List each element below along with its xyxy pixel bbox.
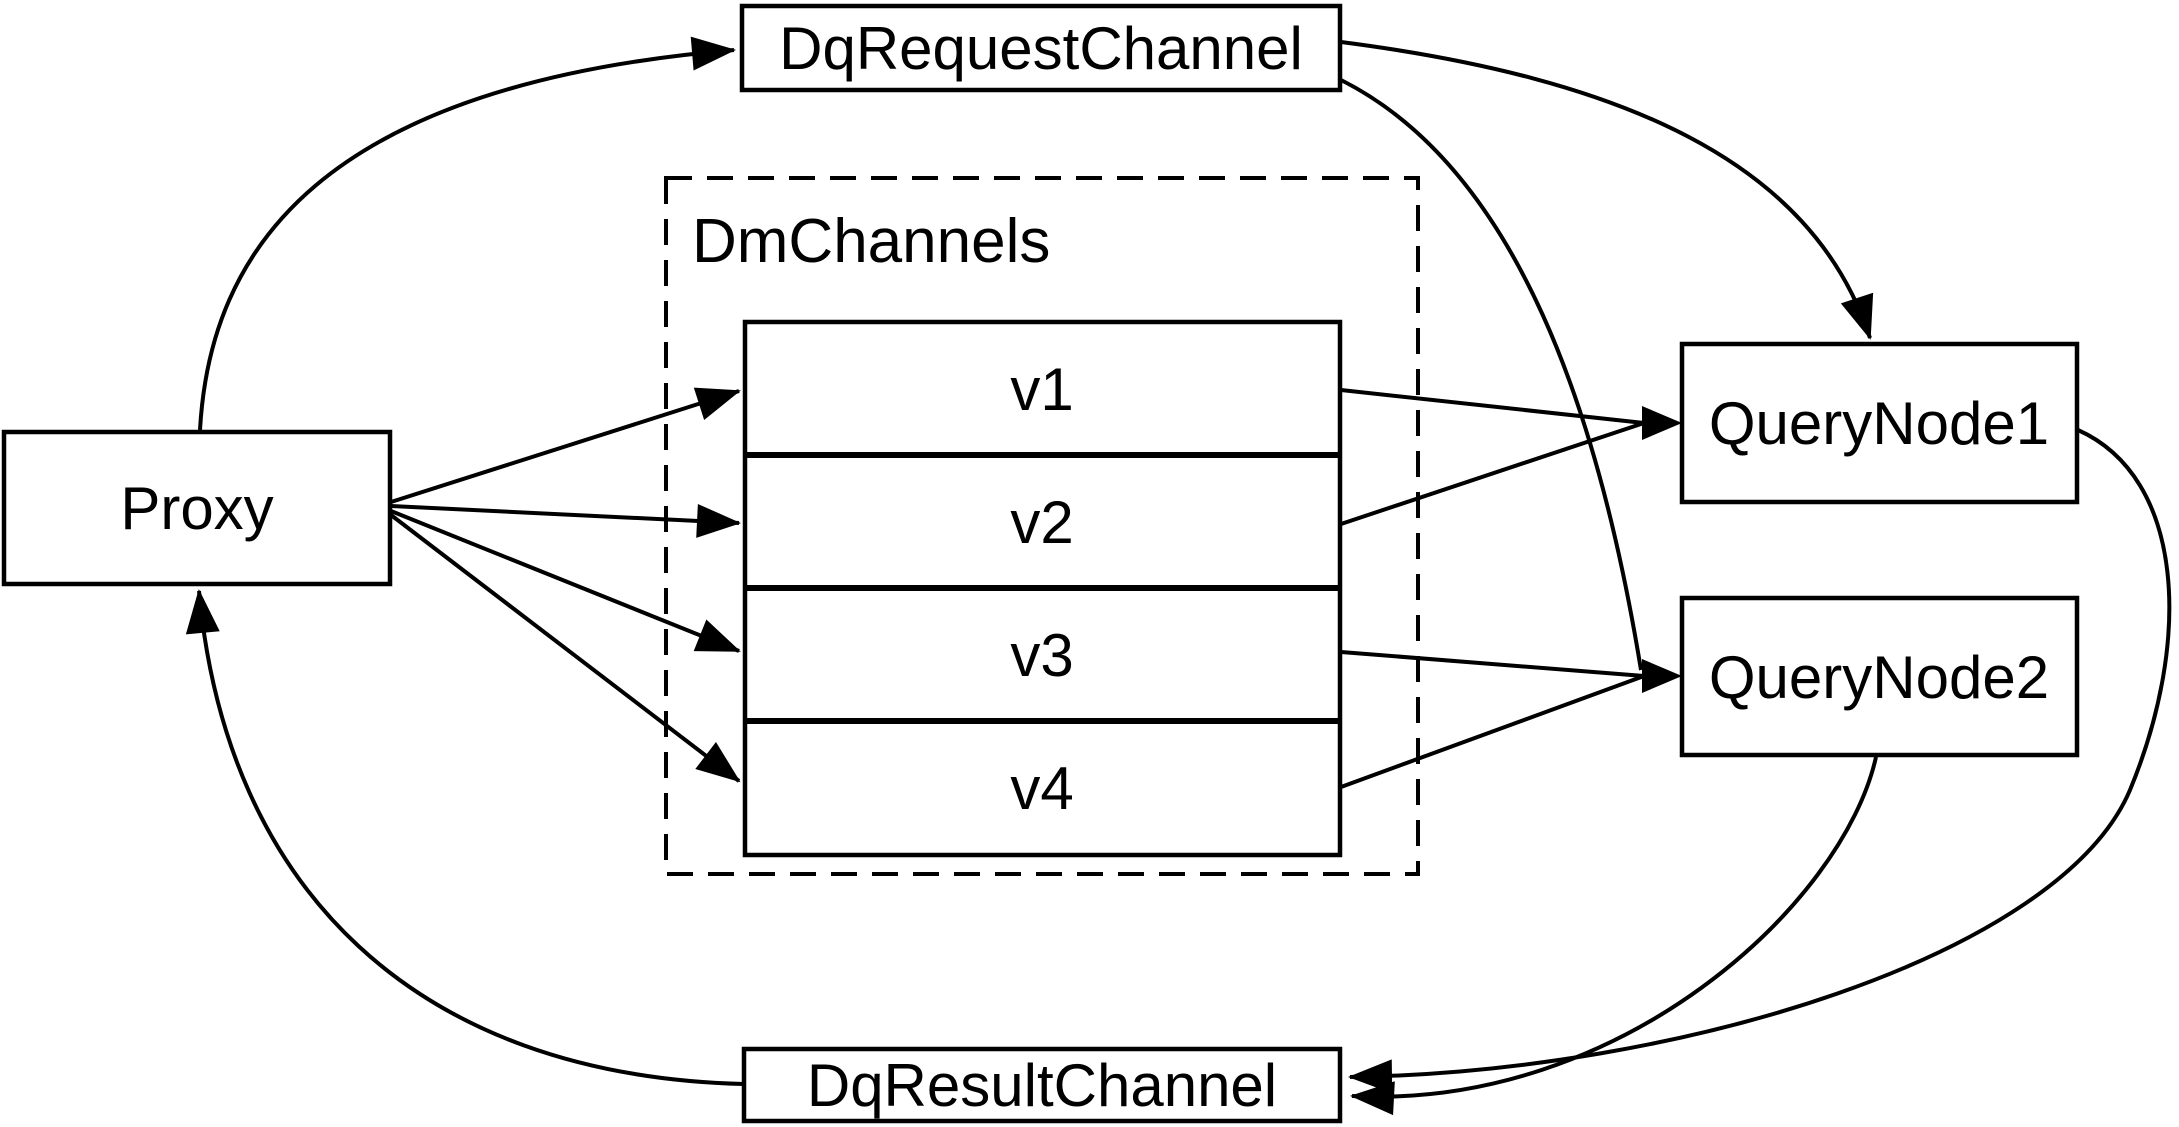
node-v3-label: v3: [1010, 622, 1073, 689]
node-dqresultchannel-box: [741, 1046, 1343, 1124]
edge-v4-to-querynode2: [1340, 674, 1645, 789]
node-v4-label: v4: [1010, 755, 1073, 822]
group-dmchannels-label: DmChannels: [692, 207, 1050, 276]
arrowhead-querynode1-icon: [1642, 406, 1682, 440]
edge-proxy-to-v4: [389, 513, 741, 783]
node-querynode2-label: QueryNode2: [1709, 644, 2049, 711]
edge-v1-to-querynode1: [1340, 388, 1645, 425]
edge-dqrequestchannel-to-querynode1: [1340, 40, 1874, 340]
node-dqrequestchannel-box: [739, 3, 1343, 93]
edge-dqrequestchannel-to-querynode2: [1340, 78, 1643, 671]
node-layer: DqRequestChannel DmChannels v1 v2 v3 v4 …: [1, 3, 2080, 1124]
node-querynode1-box: [1679, 341, 2080, 505]
edge-proxy-to-v2: [390, 503, 741, 538]
edge-v2-to-querynode1: [1340, 421, 1645, 526]
node-proxy-box: [1, 429, 393, 587]
node-dqrequestchannel-label: DqRequestChannel: [779, 15, 1303, 82]
node-querynode1-label: QueryNode1: [1709, 390, 2049, 457]
node-v2-label: v2: [1010, 489, 1073, 556]
node-dqresultchannel-label: DqResultChannel: [807, 1052, 1277, 1119]
edge-v3-to-querynode2: [1340, 650, 1645, 678]
group-dmchannels-box: [664, 176, 1420, 876]
node-proxy-label: Proxy: [120, 475, 273, 542]
edge-proxy-to-v1: [390, 387, 741, 504]
edge-proxy-to-dqrequestchannel: [198, 36, 736, 431]
arrowhead-querynode2-icon: [1642, 659, 1682, 693]
edge-dqresultchannel-to-proxy: [185, 589, 745, 1086]
edge-querynode2-to-dqresultchannel: [1350, 756, 1878, 1116]
edge-querynode1-to-dqresultchannel: [1348, 428, 2172, 1094]
edge-proxy-to-v3: [390, 509, 741, 653]
node-v1-label: v1: [1010, 356, 1073, 423]
edge-layer: [185, 36, 2172, 1116]
node-querynode2-box: [1679, 595, 2080, 758]
